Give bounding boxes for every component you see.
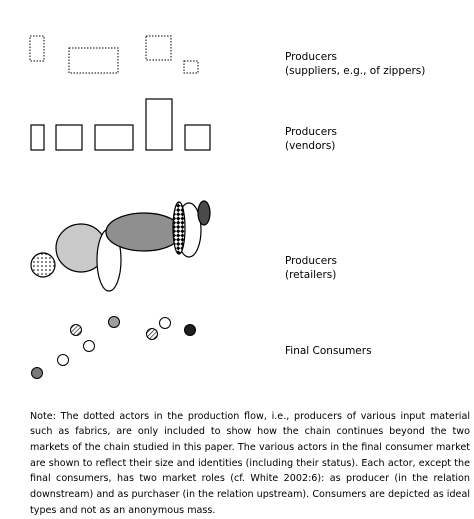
- retailer-actor-dotted: [30, 252, 56, 278]
- supplier-actor: [145, 35, 172, 61]
- consumer-actor-white: [57, 354, 69, 366]
- tier-label-line: Producers: [285, 255, 337, 267]
- tier-label-vendors: Producers (vendors): [285, 125, 337, 153]
- supplier-actor: [68, 47, 119, 74]
- tier-label-line: Producers: [285, 51, 337, 63]
- tier-label-consumers: Final Consumers: [285, 344, 372, 358]
- consumer-actor-dark: [184, 324, 196, 336]
- tier-label-line: Final Consumers: [285, 345, 372, 357]
- consumer-actor-striped: [146, 328, 158, 340]
- vendor-actor: [94, 124, 134, 151]
- vendor-actor: [145, 98, 173, 151]
- consumer-actor-white: [83, 340, 95, 352]
- tier-label-line: (retailers): [285, 269, 337, 281]
- tier-label-line: (vendors): [285, 140, 336, 152]
- vendor-actor: [55, 124, 83, 151]
- consumer-actor-gray: [31, 367, 43, 379]
- vendor-actor: [184, 124, 211, 151]
- retailer-actors: [30, 200, 211, 292]
- supplier-actor: [183, 60, 199, 74]
- vendor-actors: [30, 98, 211, 151]
- tier-label-retailers: Producers (retailers): [285, 254, 337, 282]
- supplier-actor: [29, 35, 45, 62]
- consumer-actors: [31, 316, 196, 379]
- tier-label-line: (suppliers, e.g., of zippers): [285, 65, 426, 77]
- market-chain-diagram: [29, 35, 211, 379]
- consumer-actor-white: [159, 317, 171, 329]
- retailer-actor-dark: [197, 200, 211, 226]
- tier-label-line: Producers: [285, 126, 337, 138]
- consumer-actor-striped: [70, 324, 82, 336]
- tier-label-suppliers: Producers (suppliers, e.g., of zippers): [285, 50, 425, 78]
- consumer-actor-gray: [108, 316, 120, 328]
- supplier-actors: [29, 35, 199, 74]
- retailer-actor-wide-gray: [105, 212, 183, 252]
- figure-note: Note: The dotted actors in the productio…: [30, 410, 470, 516]
- vendor-actor: [30, 124, 45, 151]
- retailer-actor-checkered: [172, 201, 186, 255]
